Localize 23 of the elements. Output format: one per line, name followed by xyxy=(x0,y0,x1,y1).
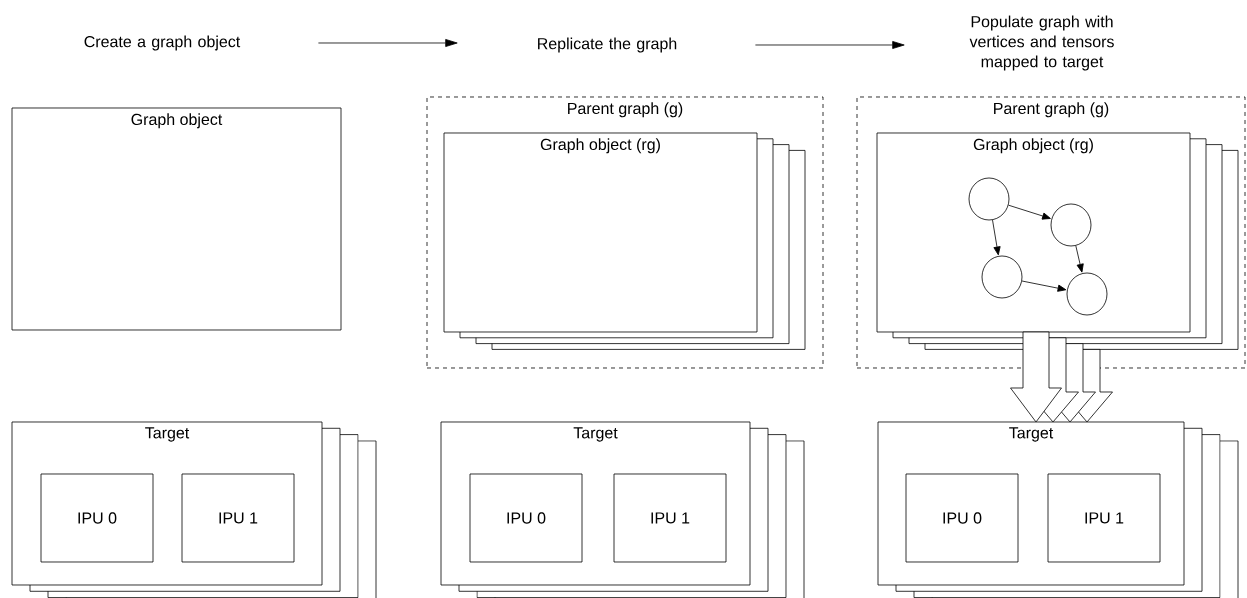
step-caption: Replicate the graph xyxy=(538,37,677,53)
arrow xyxy=(1075,245,1084,273)
arrow xyxy=(1021,280,1067,292)
graph-box: Graph object xyxy=(11,107,342,331)
arrow xyxy=(755,41,905,49)
ipu-box: IPU 1 xyxy=(181,473,295,563)
vertex-circle xyxy=(968,177,1010,221)
graph-box: Graph object (rg) xyxy=(443,132,758,333)
graph-box: Graph object (rg) xyxy=(876,132,1191,333)
arrow xyxy=(318,39,458,47)
vertex-circle xyxy=(981,255,1023,299)
ipu-box: IPU 1 xyxy=(1047,473,1161,563)
arrow xyxy=(1008,204,1051,220)
block-arrow xyxy=(1010,331,1062,423)
arrow xyxy=(992,219,1001,256)
vertex-circle xyxy=(1066,272,1108,316)
ipu-box: IPU 0 xyxy=(905,473,1019,563)
ipu-box: IPU 1 xyxy=(613,473,727,563)
vertex-circle xyxy=(1050,203,1092,247)
step-caption: Populate graph with vertices and tensors mapped to target xyxy=(969,15,1114,71)
step-caption: Create a graph object xyxy=(84,35,241,51)
ipu-box: IPU 0 xyxy=(469,473,583,563)
ipu-box: IPU 0 xyxy=(40,473,154,563)
